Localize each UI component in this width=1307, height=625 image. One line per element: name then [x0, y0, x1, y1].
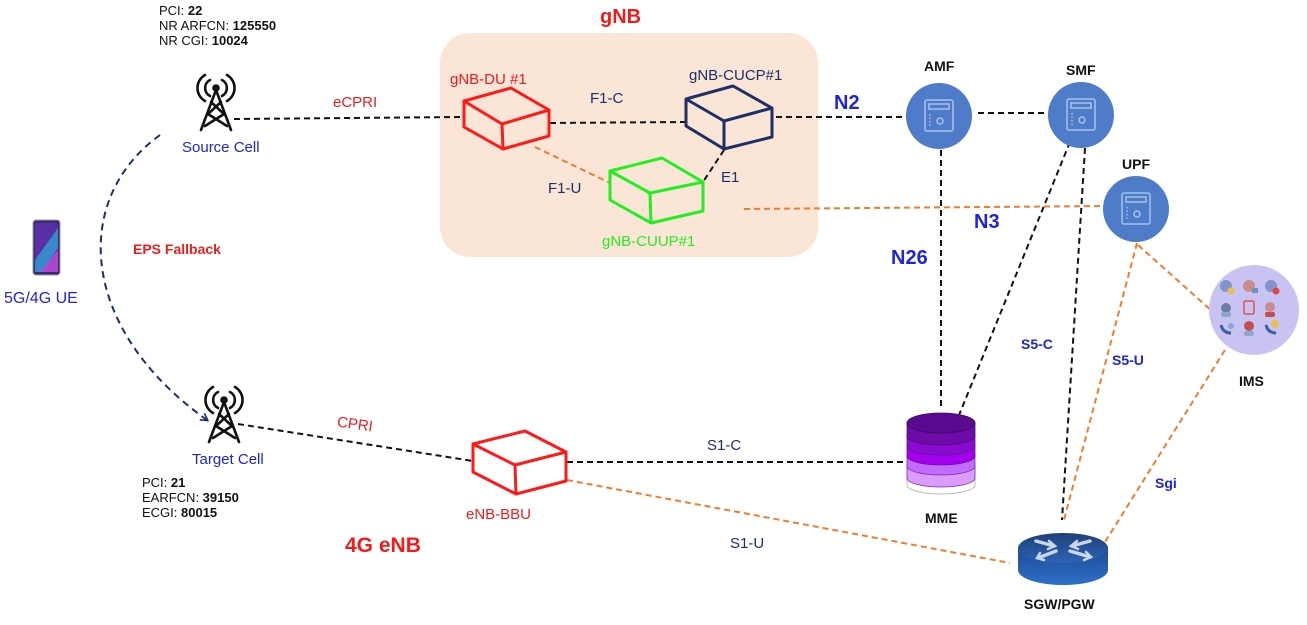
- smf-label: SMF: [1066, 62, 1096, 78]
- s1u-link: [566, 479, 1011, 564]
- gnb-du-label: gNB-DU #1: [450, 71, 527, 88]
- smf-node[interactable]: [1048, 82, 1114, 148]
- s5u-label: S5-U: [1112, 352, 1144, 368]
- server-icon: [924, 99, 954, 132]
- f1c-label: F1-C: [590, 90, 624, 107]
- gnb-cuup-box[interactable]: [608, 156, 705, 225]
- ims-service-icons: [1219, 280, 1280, 336]
- amf-node[interactable]: [906, 83, 972, 149]
- ecpri-link: [233, 116, 464, 120]
- s5c-label: S5-C: [1021, 336, 1053, 352]
- enb-bbu-label: eNB-BBU: [466, 506, 532, 523]
- target-ecgi: ECGI: 80015: [142, 504, 218, 520]
- target-cell-info: PCI: 21 EARFCN: 39150 ECGI: 80015: [142, 475, 239, 521]
- gnb-cucp-label: gNB-CUCP#1: [689, 67, 783, 84]
- mme-label: MME: [925, 510, 958, 526]
- e1-link: [702, 149, 725, 183]
- e1-label: E1: [721, 169, 740, 186]
- ims-label: IMS: [1239, 373, 1264, 389]
- s5u-link: [1063, 242, 1138, 521]
- gnb-du-box[interactable]: [462, 86, 551, 151]
- eps-fallback-arrow: [99, 134, 210, 422]
- enb-bbu-box[interactable]: [471, 429, 568, 496]
- ecpri-label: eCPRI: [333, 94, 378, 111]
- upf-ims-link: [1137, 244, 1214, 313]
- target-pci: PCI: 21: [142, 475, 186, 490]
- s1u-label: S1-U: [730, 535, 765, 552]
- target-cell-label: Target Cell: [192, 451, 264, 468]
- server-icon: [1121, 192, 1151, 225]
- sgi-link: [1099, 349, 1226, 551]
- source-cell-tower-icon[interactable]: [196, 73, 236, 132]
- control-plane-links: [233, 112, 1086, 521]
- sgw-pgw-label: SGW/PGW: [1024, 596, 1095, 612]
- smf-mme-link: [954, 141, 1071, 426]
- upf-label: UPF: [1122, 156, 1150, 172]
- sgi-label: Sgi: [1155, 475, 1177, 491]
- source-nr-cgi: NR CGI: 10024: [159, 32, 248, 48]
- ue-label: 5G/4G UE: [4, 290, 78, 307]
- amf-label: AMF: [924, 58, 955, 74]
- n26-label: N26: [891, 247, 928, 269]
- user-plane-links: [534, 146, 1226, 564]
- enb-group-title: 4G eNB: [345, 534, 421, 557]
- n3-label: N3: [974, 211, 1000, 233]
- server-icon: [1066, 98, 1096, 131]
- n2-label: N2: [834, 92, 860, 114]
- mme-node[interactable]: [906, 412, 976, 495]
- target-earfcn: EARFCN: 39150: [142, 489, 239, 505]
- s1c-label: S1-C: [707, 437, 742, 454]
- source-pci: PCI: 22: [159, 3, 203, 18]
- eps-fallback-label: EPS Fallback: [133, 241, 221, 257]
- source-nr-arfcn: NR ARFCN: 125550: [159, 17, 277, 33]
- target-cell-tower-icon[interactable]: [204, 385, 244, 444]
- upf-node[interactable]: [1103, 176, 1169, 242]
- source-cell-label: Source Cell: [182, 139, 260, 156]
- f1u-link: [534, 146, 611, 184]
- gnb-title: gNB: [600, 6, 642, 28]
- gnb-cucp-box[interactable]: [684, 84, 774, 151]
- source-cell-info: PCI: 22 NR ARFCN: 125550 NR CGI: 10024: [159, 3, 277, 49]
- smartphone-icon[interactable]: [32, 219, 61, 276]
- gnb-cuup-label: gNB-CUUP#1: [602, 233, 696, 250]
- router-arrows-icon: [1034, 539, 1094, 562]
- f1c-link: [549, 121, 686, 124]
- s5c-link: [1061, 147, 1086, 521]
- f1u-label: F1-U: [548, 180, 582, 197]
- sgw-pgw-node[interactable]: [1018, 533, 1108, 585]
- ims-node[interactable]: [1209, 265, 1299, 355]
